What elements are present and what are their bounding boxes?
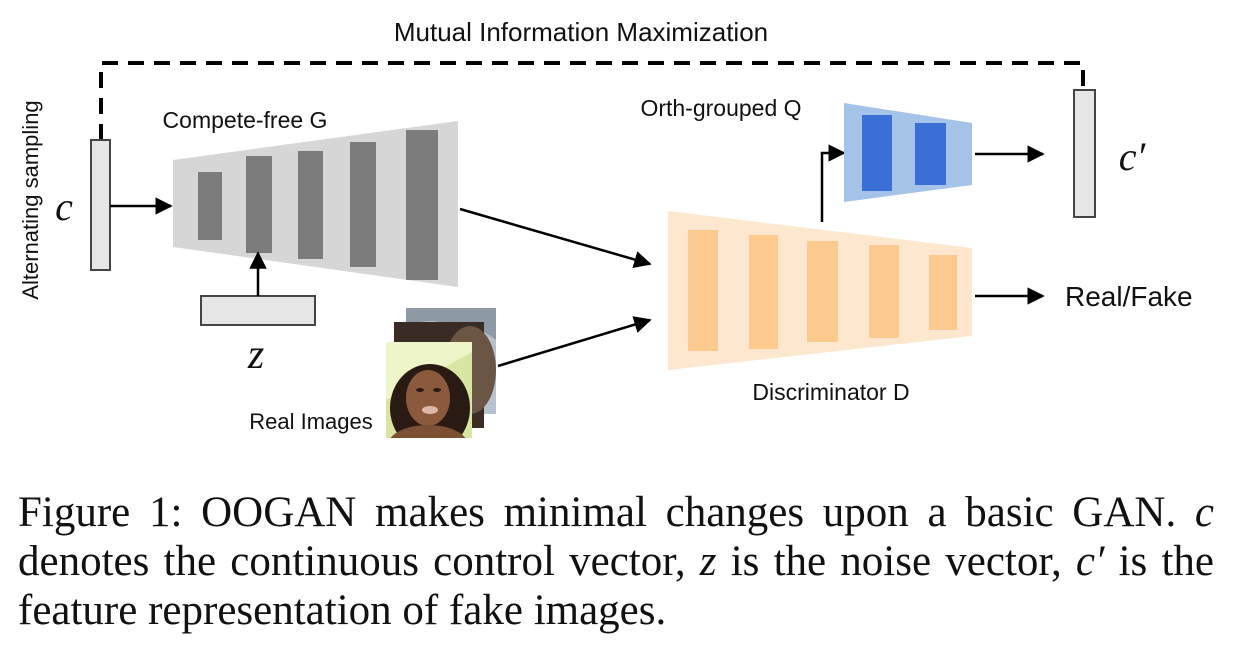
caption-var-c: c — [1194, 489, 1214, 536]
caption-var-c-prime: c′ — [1075, 538, 1105, 585]
caption-text-2: is the noise vector, — [730, 538, 1062, 585]
generator-layer-4 — [350, 142, 376, 267]
real-images-to-discriminator-arrow — [497, 316, 652, 368]
figure-caption: Figure 1: OOGAN makes minimal changes up… — [18, 488, 1214, 635]
q-layer-1 — [862, 115, 892, 191]
caption-var-z: z — [699, 538, 717, 585]
c-prime-vector-box — [1073, 89, 1096, 218]
caption-text-3: is the feature representation of fake im… — [18, 538, 1214, 634]
real-images-label: Real Images — [249, 409, 373, 434]
q-layer-2 — [915, 123, 946, 185]
discriminator-layer-4 — [869, 245, 899, 338]
discriminator-layer-3 — [807, 241, 838, 342]
alternating-sampling-label: Alternating sampling — [18, 100, 43, 299]
c-vector-label: c — [55, 184, 73, 229]
discriminator-layer-2 — [749, 235, 778, 349]
real-image-face — [406, 370, 450, 426]
generator-layer-1 — [198, 172, 222, 240]
real-images-stack — [386, 308, 496, 438]
caption-text-1: denotes the continuous control vector, — [18, 538, 686, 585]
mutual-info-label: Mutual Information Maximization — [394, 17, 768, 47]
mutual-info-dashed-line — [99, 61, 1085, 140]
generator-layer-2 — [246, 156, 272, 253]
discriminator-label: Discriminator D — [752, 379, 909, 405]
generator-layer-5 — [406, 130, 438, 280]
real-fake-label: Real/Fake — [1065, 281, 1193, 312]
discriminator-layer-1 — [688, 230, 718, 351]
generator-layer-3 — [298, 151, 323, 259]
c-vector-box — [90, 139, 111, 271]
q-network-label: Orth-grouped Q — [640, 95, 801, 121]
generator-to-discriminator-arrow — [459, 207, 652, 269]
discriminator-layer-5 — [929, 255, 957, 330]
generator-label: Compete-free G — [163, 107, 328, 133]
z-vector-label: z — [247, 332, 264, 378]
c-prime-vector-label: c′ — [1119, 134, 1147, 179]
caption-figure-label: Figure 1: OOGAN makes minimal changes up… — [18, 489, 1177, 536]
z-vector-box — [200, 295, 316, 326]
discriminator-to-q-arrow — [820, 144, 846, 222]
